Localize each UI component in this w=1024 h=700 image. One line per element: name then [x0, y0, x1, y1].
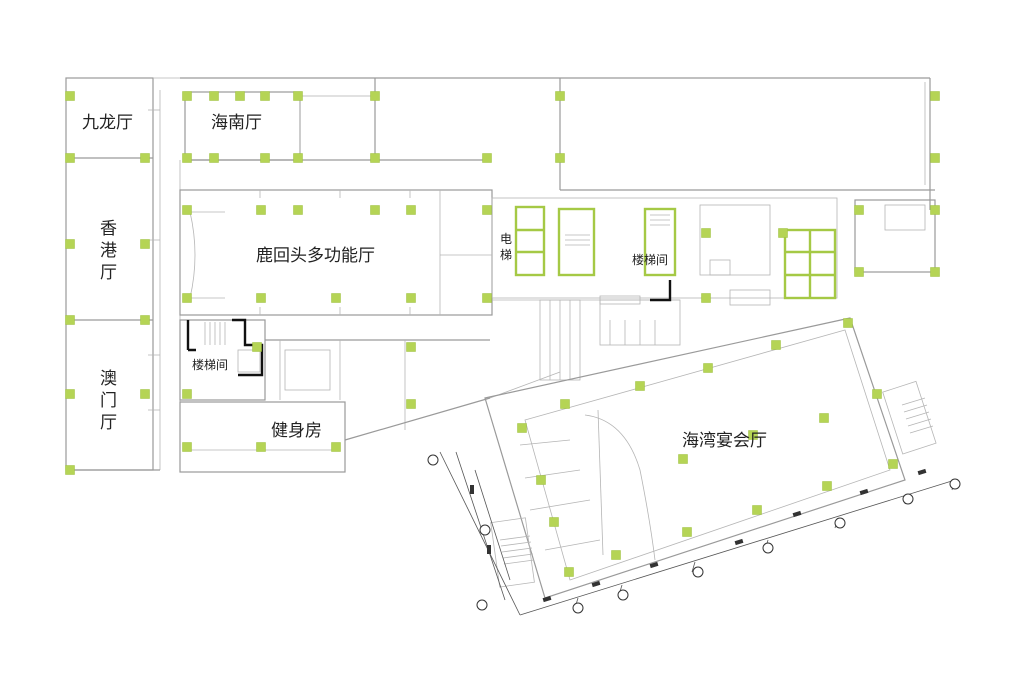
- column-marker: [555, 91, 565, 101]
- column-marker: [182, 153, 192, 163]
- room-label-hainan: 海南厅: [211, 113, 262, 133]
- column-marker: [482, 153, 492, 163]
- column-marker: [140, 389, 150, 399]
- column-marker: [536, 475, 546, 485]
- column-marker: [235, 91, 245, 101]
- structural-columns: [65, 91, 940, 577]
- column-marker: [65, 239, 75, 249]
- room-label-xianggang-1: 香: [100, 219, 117, 239]
- column-marker: [260, 153, 270, 163]
- column-marker: [293, 153, 303, 163]
- column-marker: [930, 267, 940, 277]
- column-marker: [482, 205, 492, 215]
- column-marker: [888, 459, 898, 469]
- column-marker: [182, 442, 192, 452]
- column-marker: [65, 465, 75, 475]
- column-marker: [701, 293, 711, 303]
- column-marker: [65, 389, 75, 399]
- column-marker: [182, 293, 192, 303]
- column-marker: [406, 205, 416, 215]
- dimension-lines: [427, 451, 961, 616]
- room-label-jianshen: 健身房: [271, 421, 322, 441]
- column-marker: [872, 389, 882, 399]
- room-label-elevator-1: 电: [500, 232, 512, 246]
- column-marker: [209, 153, 219, 163]
- service-core: [491, 197, 936, 381]
- column-marker: [930, 91, 940, 101]
- column-marker: [182, 91, 192, 101]
- column-marker: [370, 205, 380, 215]
- column-marker: [256, 293, 266, 303]
- room-label-xianggang-2: 港: [100, 241, 117, 261]
- column-marker: [930, 153, 940, 163]
- column-marker: [822, 481, 832, 491]
- column-marker: [564, 567, 574, 577]
- column-marker: [140, 153, 150, 163]
- column-marker: [331, 442, 341, 452]
- lower-middle: [179, 318, 561, 473]
- column-marker: [752, 505, 762, 515]
- column-marker: [819, 413, 829, 423]
- column-marker: [854, 205, 864, 215]
- room-label-aomen-3: 厅: [100, 413, 117, 433]
- room-label-aomen-1: 澳: [100, 369, 117, 389]
- column-marker: [701, 228, 711, 238]
- room-label-jiulong: 九龙厅: [82, 113, 133, 133]
- column-marker: [252, 342, 262, 352]
- column-marker: [843, 318, 853, 328]
- column-marker: [65, 91, 75, 101]
- column-marker: [678, 454, 688, 464]
- column-marker: [140, 239, 150, 249]
- column-marker: [703, 363, 713, 373]
- column-marker: [555, 153, 565, 163]
- column-marker: [140, 315, 150, 325]
- column-marker: [635, 381, 645, 391]
- column-marker: [930, 205, 940, 215]
- column-marker: [293, 91, 303, 101]
- column-marker: [406, 342, 416, 352]
- column-marker: [611, 550, 621, 560]
- column-marker: [771, 340, 781, 350]
- column-marker: [406, 399, 416, 409]
- column-marker: [331, 293, 341, 303]
- column-marker: [182, 205, 192, 215]
- column-marker: [370, 91, 380, 101]
- column-marker: [682, 527, 692, 537]
- column-marker: [256, 442, 266, 452]
- column-marker: [517, 423, 527, 433]
- room-label-stair-left: 楼梯间: [192, 357, 228, 372]
- column-marker: [182, 389, 192, 399]
- column-marker: [482, 293, 492, 303]
- column-marker: [256, 205, 266, 215]
- room-label-luhuitou: 鹿回头多功能厅: [256, 246, 375, 266]
- column-marker: [549, 517, 559, 527]
- column-marker: [406, 293, 416, 303]
- column-marker: [748, 430, 758, 440]
- banquet-hall: [484, 317, 937, 599]
- room-label-xianggang-3: 厅: [100, 263, 117, 283]
- room-label-haiwan: 海湾宴会厅: [682, 431, 767, 451]
- column-marker: [370, 153, 380, 163]
- left-wing: [65, 77, 181, 471]
- column-marker: [260, 91, 270, 101]
- column-marker: [854, 267, 864, 277]
- column-marker: [65, 315, 75, 325]
- room-label-stair-right: 楼梯间: [632, 252, 668, 267]
- room-label-elevator-2: 梯: [500, 248, 512, 262]
- column-marker: [560, 399, 570, 409]
- column-marker: [65, 153, 75, 163]
- room-label-aomen-2: 门: [100, 391, 117, 411]
- room-labels: 九龙厅 海南厅 香 港 厅 澳 门 厅 鹿回头多功能厅 健身房 海湾宴会厅 楼梯…: [82, 113, 767, 451]
- column-marker: [209, 91, 219, 101]
- column-marker: [778, 228, 788, 238]
- column-marker: [293, 205, 303, 215]
